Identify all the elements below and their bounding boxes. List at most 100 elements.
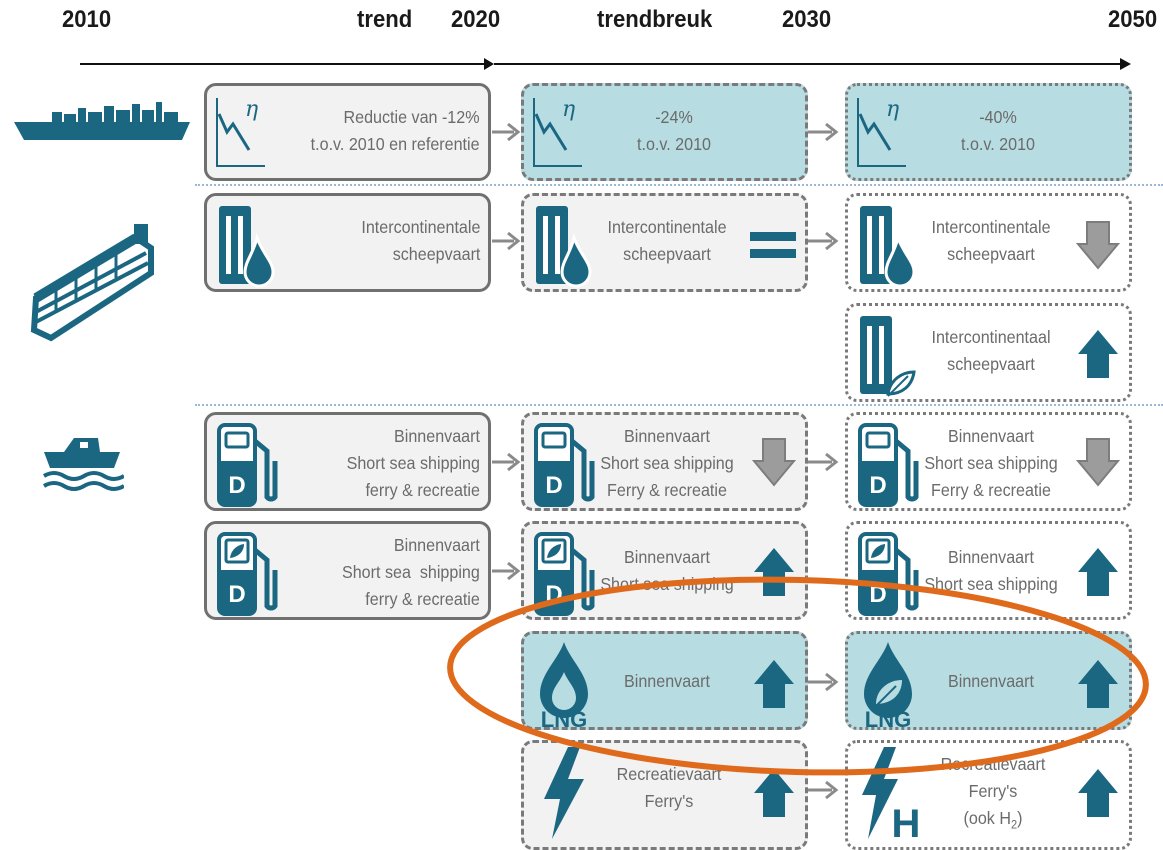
year-2010-label: 2010 (62, 6, 112, 33)
diesel-2020-line3: ferry & recreatie (365, 480, 480, 500)
eta-symbol: η (562, 97, 575, 122)
year-2020-label: 2020 (451, 6, 501, 33)
diesel-2020-line2: Short sea shipping (346, 453, 480, 473)
diesel-2050-box: D Binnenvaart Short sea shipping Ferry &… (845, 412, 1132, 511)
lng-2030-box: LNG Binnenvaart (521, 631, 808, 730)
efficiency-2050-line1: -40% (979, 107, 1017, 127)
diesel-2050-line2: Short sea shipping (924, 453, 1058, 473)
efficiency-2020-line2: t.o.v. 2010 en referentie (311, 134, 480, 154)
efficiency-chart-icon: η (533, 97, 582, 167)
efficiency-2030-box: η -24% t.o.v. 2010 (521, 83, 808, 181)
pump-letter: D (545, 581, 562, 608)
intercontinental-2030-line1: Intercontinentale (607, 217, 727, 237)
fuel-barrel-leaf-icon (860, 316, 916, 397)
electric-2030-line2: Ferry's (644, 791, 694, 811)
diesel-pump-icon: D (217, 423, 278, 507)
pump-letter: D (545, 472, 562, 499)
trendbreuk-label: trendbreuk (597, 6, 713, 33)
intercontinental-2020-line2: scheepvaart (392, 244, 480, 264)
lng-2050-box: LNG Binnenvaart (845, 631, 1132, 730)
fuel-barrel-drop-icon (860, 206, 916, 288)
container-ship-icon (14, 102, 190, 140)
efficiency-2020-box: η Reductie van -12% t.o.v. 2010 en refer… (204, 83, 491, 181)
diesel-2030-line2: Short sea shipping (600, 453, 734, 473)
lng-label: LNG (541, 707, 587, 730)
biodiesel-pump-icon: D (534, 532, 595, 616)
tanker-ship-icon (30, 224, 154, 342)
lng-flame-icon: LNG (540, 642, 588, 730)
eta-symbol: η (886, 97, 899, 122)
diesel-2050-line3: Ferry & recreatie (931, 480, 1051, 500)
diesel-pump-icon: D (534, 423, 595, 507)
diesel-2050-line1: Binnenvaart (948, 426, 1034, 446)
biodiesel-2020-box: D Binnenvaart Short sea shipping ferry &… (204, 521, 491, 620)
efficiency-2020-line1: Reductie van -12% (343, 107, 480, 127)
intercontinental-2050-line1: Intercontinentale (931, 217, 1051, 237)
timeline-arrowhead-2050 (1120, 58, 1131, 70)
diesel-2020-line1: Binnenvaart (394, 426, 480, 446)
arrow-down-gray-icon (752, 438, 796, 487)
intercontinental-bio-2050-box: Intercontinentaal scheepvaart (845, 303, 1132, 402)
intercontinental-2050-box: Intercontinentale scheepvaart (845, 193, 1132, 292)
arrow-up-teal-icon (1078, 548, 1118, 596)
row-separator (195, 184, 1163, 186)
electric-2030-box: Recreatievaart Ferry's (521, 740, 808, 850)
arrow-down-gray-icon (1076, 221, 1120, 270)
pump-letter: D (228, 581, 245, 608)
biodiesel-2020-line2: Short sea shipping (342, 562, 480, 582)
diesel-2030-box: D Binnenvaart Short sea shipping Ferry &… (521, 412, 808, 511)
diesel-2020-box: D Binnenvaart Short sea shipping ferry &… (204, 412, 491, 511)
biodiesel-pump-icon: D (858, 532, 919, 616)
efficiency-2030-line2: t.o.v. 2010 (636, 134, 712, 154)
h2-subscript: 2 (1010, 817, 1018, 832)
biodiesel-2020-line1: Binnenvaart (394, 535, 480, 555)
biodiesel-2050-line2: Short sea shipping (924, 574, 1058, 594)
intercontinental-bio-2050-line1: Intercontinentaal (931, 327, 1051, 347)
biodiesel-2020-line3: ferry & recreatie (365, 589, 480, 609)
pump-letter: D (869, 581, 886, 608)
efficiency-chart-icon: η (216, 97, 265, 167)
pump-letter: D (228, 472, 245, 499)
intercontinental-2030-box: Intercontinentale scheepvaart (521, 193, 808, 292)
lightning-bolt-icon (544, 747, 584, 839)
arrow-up-teal-icon (754, 660, 794, 708)
electric-2050-line1: Recreatievaart (940, 754, 1046, 774)
year-2050-label: 2050 (1108, 6, 1158, 33)
biodiesel-2050-line1: Binnenvaart (948, 547, 1034, 567)
lightning-hydrogen-icon: H (862, 747, 921, 841)
electric-2050-line3: (ook H2) (963, 808, 1023, 832)
eta-symbol: η (245, 97, 258, 122)
efficiency-2050-line2: t.o.v. 2010 (960, 134, 1036, 154)
arrow-up-teal-icon (754, 548, 794, 596)
equal-sign-icon (750, 232, 796, 258)
bio-lng-flame-icon: LNG (864, 642, 912, 730)
fuel-barrel-drop-icon (536, 206, 592, 288)
diesel-2030-line1: Binnenvaart (624, 426, 710, 446)
biodiesel-2050-box: D Binnenvaart Short sea shipping (845, 521, 1132, 620)
arrow-up-teal-icon (754, 769, 794, 817)
efficiency-2050-box: η -40% t.o.v. 2010 (845, 83, 1132, 181)
efficiency-2030-line1: -24% (655, 107, 693, 127)
lng-label: LNG (865, 707, 911, 730)
year-2030-label: 2030 (782, 6, 832, 33)
biodiesel-2030-line2: Short sea shipping (600, 574, 734, 594)
row-separator (195, 404, 1163, 406)
biodiesel-pump-icon: D (217, 532, 278, 616)
efficiency-chart-icon: η (857, 97, 906, 167)
pump-letter: D (869, 472, 886, 499)
intercontinental-2020-box: Intercontinentale scheepvaart (204, 193, 491, 292)
biodiesel-2030-line1: Binnenvaart (624, 547, 710, 567)
arrow-up-teal-icon (1078, 660, 1118, 708)
electric-2050-line2: Ferry's (968, 781, 1018, 801)
lng-2050-line1: Binnenvaart (948, 671, 1034, 691)
arrow-up-teal-icon (1078, 769, 1118, 817)
motorboat-icon (42, 438, 124, 491)
lng-2030-line1: Binnenvaart (624, 671, 710, 691)
biodiesel-2030-box: D Binnenvaart Short sea shipping (521, 521, 808, 620)
electric-2030-line1: Recreatievaart (616, 764, 722, 784)
arrow-down-gray-icon (1076, 438, 1120, 487)
diesel-2030-line3: Ferry & recreatie (607, 480, 727, 500)
hydrogen-letter: H (892, 802, 921, 841)
timeline-arrowhead-2020 (484, 58, 494, 70)
intercontinental-bio-2050-line2: scheepvaart (947, 354, 1035, 374)
